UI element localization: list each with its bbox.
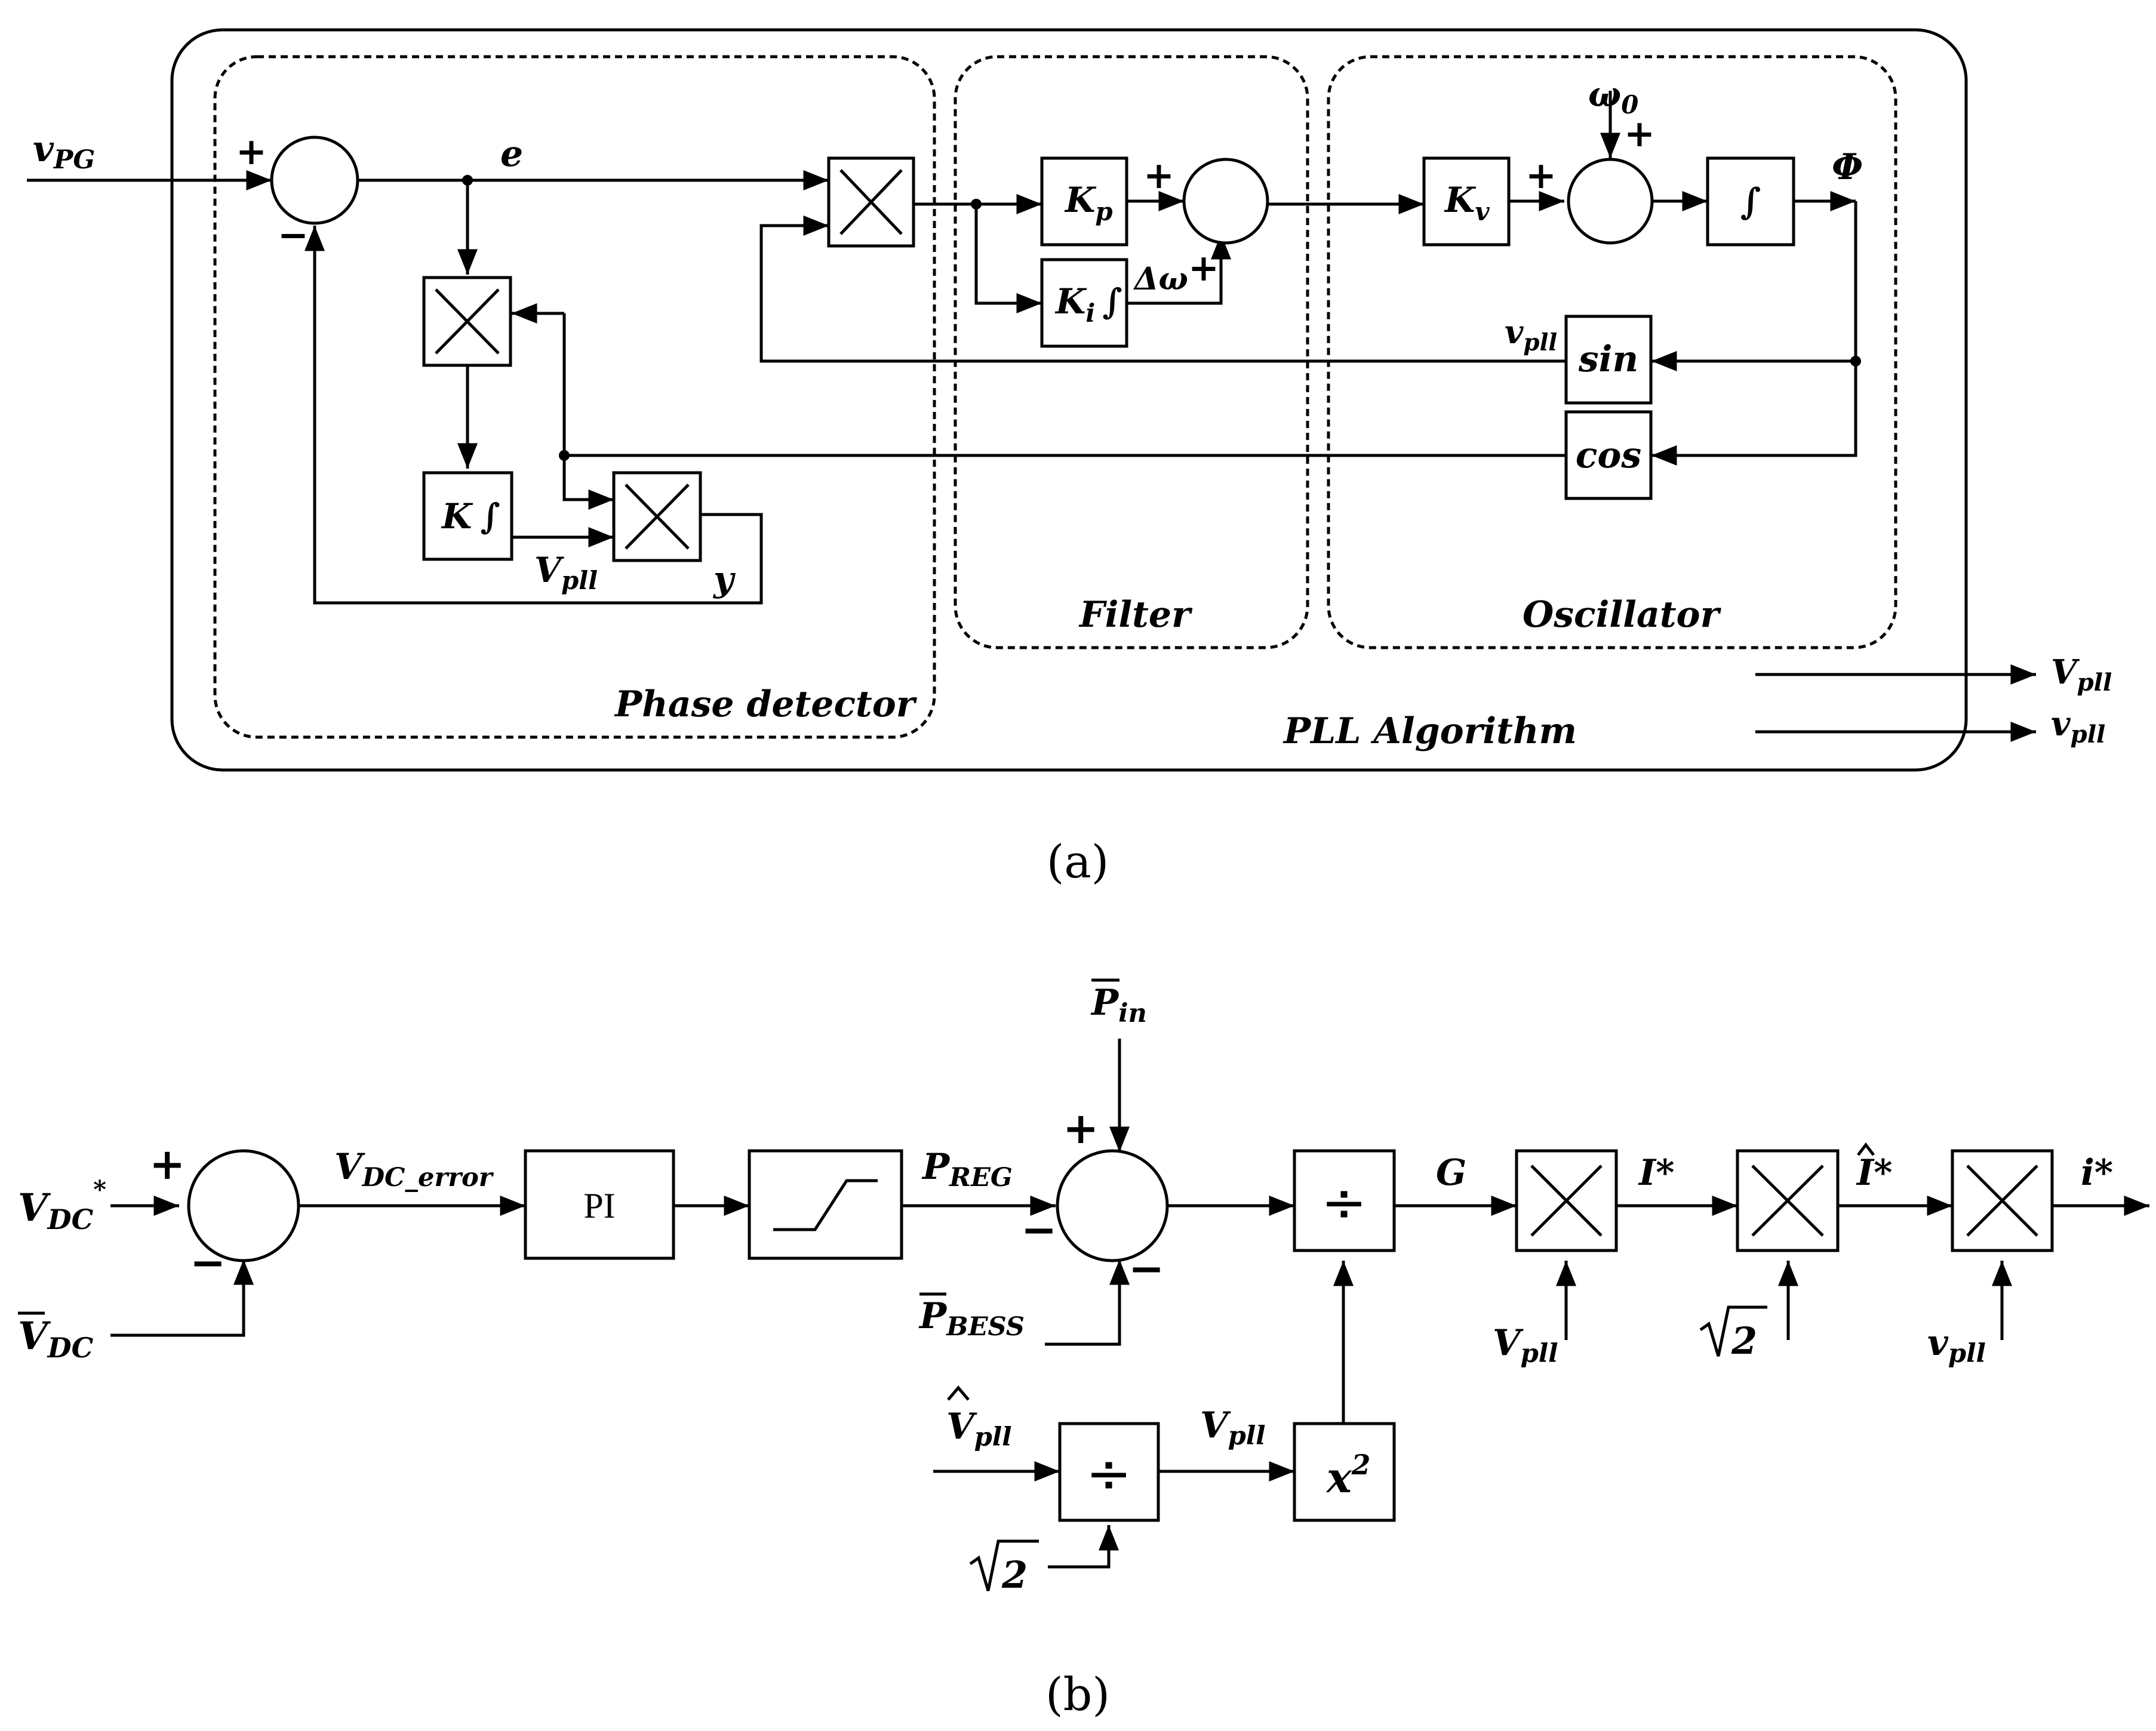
cos-block [1564, 410, 1653, 500]
junction-dot [971, 199, 982, 210]
sum-junction-dc-error [187, 1149, 300, 1262]
plus-sign: + [236, 130, 267, 173]
saturation-block [748, 1149, 903, 1260]
multiplier-block [612, 471, 702, 562]
minus-sign: − [1021, 1204, 1057, 1255]
vdc-reference-label: VDC* [18, 1175, 106, 1236]
filter-label: Filter [1078, 594, 1193, 636]
sum-junction-oscillator [1567, 158, 1654, 245]
pll-algorithm-frame [170, 28, 1968, 772]
preg-label: PREG [921, 1146, 1013, 1193]
wires-b [110, 1039, 2149, 1569]
plus-sign: + [149, 1138, 185, 1189]
vpll-instant-label: vpll [1927, 1322, 1986, 1369]
current-I-star-label: I* [1638, 1152, 1674, 1194]
svg-text:2: 2 [1731, 1319, 1757, 1363]
figure-a: Kp Ki∫ Kv ∫ sin cos K∫ vPG e ω0 Φ vpll V… [27, 28, 2112, 888]
wires-a [27, 91, 2036, 742]
sum-junction-filter [1182, 158, 1269, 245]
kp-block [1040, 156, 1128, 247]
phi-label: Φ [1832, 146, 1863, 188]
svg-text:PBESS: PBESS [918, 1295, 1025, 1342]
delta-omega-label: Δω [1133, 261, 1188, 297]
cos-label: cos [1576, 435, 1641, 476]
oscillator-label: Oscillator [1523, 594, 1722, 636]
junction-dot [462, 175, 473, 186]
current-I-hat-label: I* [1856, 1142, 1892, 1194]
pll-algorithm-label: PLL Algorithm [1282, 710, 1577, 752]
multiplier-block [1515, 1149, 1618, 1252]
plus-sign: + [1143, 153, 1174, 197]
svg-text:÷: ÷ [1321, 1171, 1367, 1234]
minus-sign: − [190, 1237, 226, 1288]
svg-text:Pin: Pin [1090, 982, 1147, 1028]
sqrt2-label: 2 [969, 1539, 1039, 1597]
plus-sign: + [1525, 153, 1557, 197]
svg-text:VDC: VDC [18, 1314, 94, 1364]
vpll-multiplier-label: Vpll [1493, 1322, 1558, 1369]
multiplier-block [1951, 1149, 2054, 1252]
pin-label: Pin [1090, 978, 1147, 1028]
minus-sign: − [1128, 1243, 1164, 1293]
pi-label: PI [583, 1186, 615, 1225]
sqrt2-label: 2 [1699, 1305, 1767, 1363]
caption-a: (a) [1047, 835, 1109, 888]
integrator-symbol: ∫ [1740, 181, 1761, 223]
kv-label: Kv [1444, 180, 1490, 226]
multiplier-block [422, 276, 512, 367]
k-integrator-block [422, 471, 513, 561]
output-vpll-label: vpll [2051, 704, 2105, 749]
kp-label: Kp [1064, 180, 1113, 226]
caption-b: (b) [1045, 1668, 1110, 1721]
plus-sign: + [1624, 112, 1655, 155]
plus-sign: + [1063, 1102, 1099, 1153]
error-e-label: e [500, 133, 523, 175]
pbess-label: PBESS [918, 1292, 1025, 1342]
y-label: y [712, 559, 736, 599]
ki-block [1040, 258, 1128, 348]
sum-junction-power [1056, 1149, 1169, 1262]
svg-text:2: 2 [1001, 1553, 1028, 1597]
svg-text:÷: ÷ [1085, 1442, 1131, 1505]
output-Vpll-label: Vpll [2051, 652, 2112, 697]
k-integrator-label: K∫ [441, 496, 500, 537]
ki-label: Ki∫ [1054, 281, 1122, 328]
vpll-hat-label: Vpll [946, 1385, 1012, 1452]
vpll-label: Vpll [1200, 1404, 1266, 1451]
junction-dot [559, 450, 570, 461]
sum-junction-error [270, 135, 359, 225]
junction-dot [1850, 356, 1861, 366]
divider-block: ÷ [1058, 1422, 1160, 1522]
vdc-error-label: VDC_error [334, 1146, 494, 1193]
divider-block: ÷ [1293, 1149, 1396, 1252]
oscillator-region [1327, 55, 1897, 649]
multiplier-block [1736, 1149, 1840, 1252]
kv-block [1422, 156, 1511, 247]
sin-block [1564, 315, 1653, 405]
integrator-block [1706, 156, 1795, 247]
omega0-label: ω0 [1588, 74, 1638, 119]
vpll-internal-label: Vpll [534, 550, 598, 595]
sin-label: sin [1578, 338, 1638, 380]
vdc-measured-label: VDC [18, 1311, 94, 1364]
square-block [1293, 1422, 1396, 1522]
minus-sign: − [278, 213, 309, 257]
filter-region [954, 55, 1309, 649]
g-label: G [1436, 1152, 1466, 1194]
svg-text:Vpll: Vpll [946, 1406, 1012, 1452]
current-i-star-label: i* [2081, 1152, 2113, 1194]
square-label: x2 [1325, 1449, 1370, 1502]
pi-controller-block [524, 1149, 675, 1260]
multiplier-block [827, 156, 915, 248]
phase-detector-label: Phase detector [614, 683, 918, 725]
input-vpg-label: vPG [33, 128, 95, 175]
svg-text:I*: I* [1856, 1152, 1892, 1194]
plus-sign: + [1188, 246, 1219, 289]
vpll-feedback-label: vpll [1505, 313, 1557, 356]
figure-b: PI ÷ ÷ x2 VDC* VDC [18, 978, 2149, 1721]
